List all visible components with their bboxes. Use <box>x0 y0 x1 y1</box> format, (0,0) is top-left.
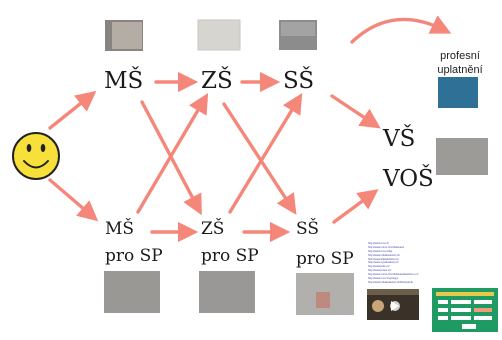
node-zs-sp: ZŠ <box>201 219 225 239</box>
arrow-zs-to-ss-sp <box>222 102 297 215</box>
link-item[interactable]: http://www.msmt.cz/vzdelavani/ <box>368 245 405 249</box>
profesni-line-1: profesní <box>440 50 480 62</box>
thumbnail-ms-sp <box>104 271 160 313</box>
link-item[interactable]: http://www.vysokeskoly.cz/ <box>368 261 399 265</box>
link-item[interactable]: http://www.atlasskolstvi.cz/ <box>368 257 399 261</box>
thumbnail-zs-sp <box>199 271 255 313</box>
node-vs: VŠ <box>383 126 416 152</box>
profesni-line-2: uplatnění <box>437 63 483 76</box>
link-item[interactable]: http://www.msmt.cz/vzdelavani/skolstvi-v… <box>368 273 419 277</box>
node-ms-sp: MŠ <box>105 219 135 239</box>
node-zs: ZŠ <box>201 68 233 94</box>
arrow-smiley-to-ms-sp <box>48 178 99 222</box>
thumbnail-zs <box>197 19 241 51</box>
node-ss-sp: SŠ <box>296 219 319 239</box>
node-ss: SŠ <box>283 68 315 94</box>
arrow-ss-sp-to-vos <box>332 189 379 224</box>
link-list: http://www.nuv.cz/ http://www.msmt.cz/vz… <box>368 242 500 285</box>
node-ms-sp-label: pro SP <box>105 246 163 266</box>
node-ms: MŠ <box>104 68 144 94</box>
smiley-icon <box>12 132 60 180</box>
web-page-thumbnail[interactable] <box>432 288 498 332</box>
link-item[interactable]: http://www.nuv.cz/ <box>368 242 389 245</box>
node-zs-sp-label: pro SP <box>201 246 259 266</box>
node-vos: VOŠ <box>383 166 434 192</box>
link-item[interactable]: http://www.nuv.cz/t/pj <box>368 249 393 253</box>
arrow-to-profesni-uplatneni <box>350 15 452 44</box>
play-icon <box>391 301 399 311</box>
arrow-smiley-to-ms <box>48 90 97 130</box>
link-item[interactable]: http://www.prace.cz/ <box>368 269 392 273</box>
link-item[interactable]: http://www.nuv.cz/vystupy/ <box>368 277 399 281</box>
thumbnail-vs <box>436 138 488 175</box>
link-item[interactable]: http://www.jobs.cz/ <box>368 265 390 269</box>
arrow-zs-sp-to-ss <box>228 93 303 214</box>
profesni-uplatneni-label: profesní uplatnění <box>428 50 492 78</box>
arrow-ms-sp-to-zs <box>136 92 209 214</box>
video-thumbnail[interactable] <box>367 289 419 320</box>
link-item[interactable]: http://www.infoabsolvent.cz/ <box>368 253 401 257</box>
thumbnail-profesni-uplatneni <box>438 77 478 108</box>
node-ss-sp-label: pro SP <box>296 249 354 269</box>
arrow-ss-to-vs <box>330 94 381 129</box>
link-item[interactable]: http://www.infoabsolvent.cz/Rozcestnik <box>368 280 413 284</box>
